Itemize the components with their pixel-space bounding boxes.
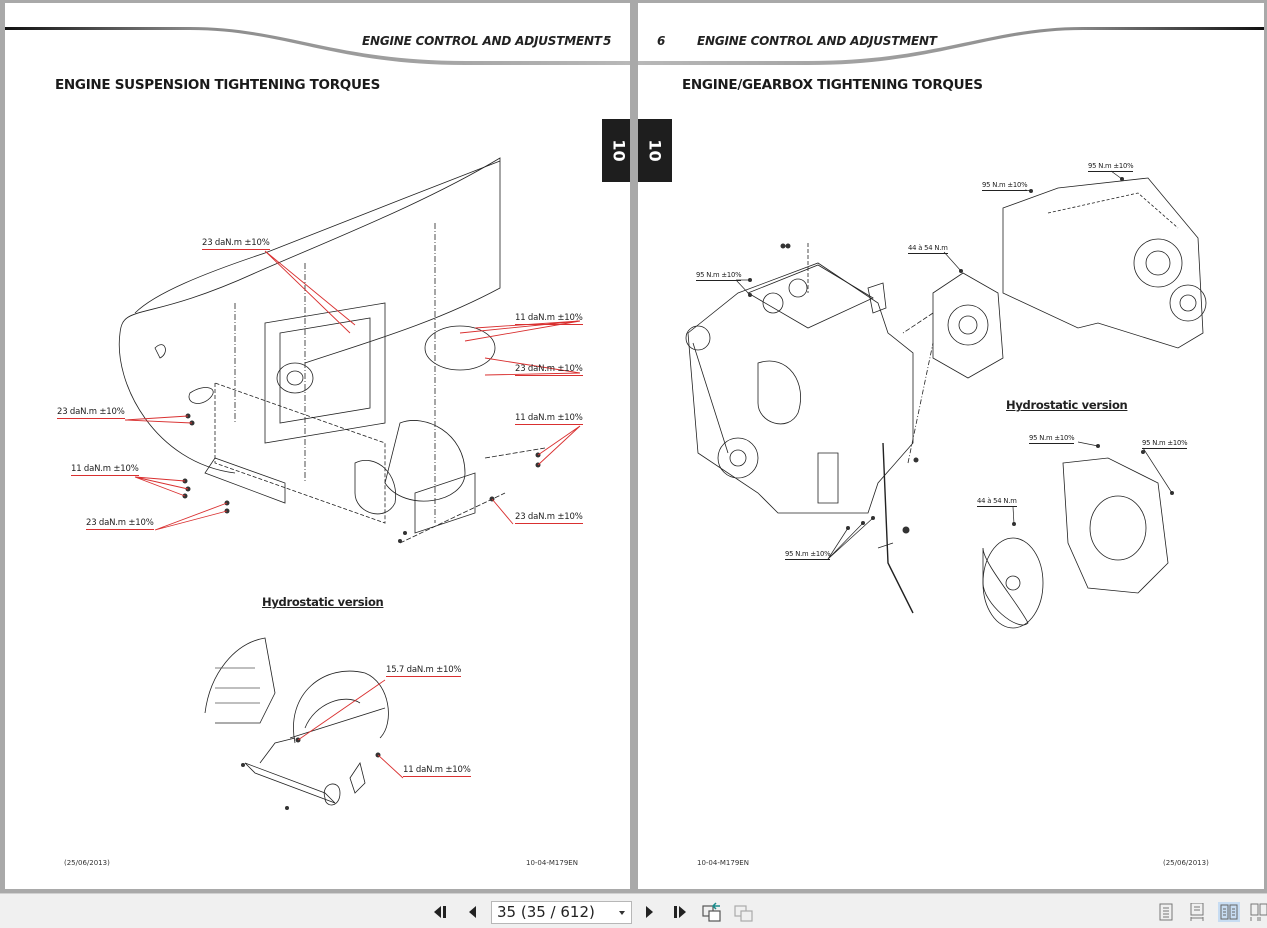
torque-callout: 23 daN.m ±10% — [57, 407, 125, 419]
torque-callout: 23 daN.m ±10% — [202, 238, 270, 250]
torque-callout: 95 N.m ±10% — [1029, 434, 1075, 444]
hydrostatic-suspension-diagram — [204, 637, 404, 810]
torque-callout: 44 à 54 N.m — [908, 244, 948, 254]
page-number: 6 — [657, 34, 666, 48]
torque-callout: 23 daN.m ±10% — [515, 512, 583, 524]
single-page-icon — [1159, 903, 1173, 921]
page-number: 5 — [603, 34, 612, 48]
subsection-title: Hydrostatic version — [262, 595, 384, 609]
continuous-view-button[interactable] — [1186, 902, 1208, 922]
continuous-facing-view-button[interactable] — [1250, 902, 1267, 922]
dropdown-caret-icon — [619, 911, 625, 915]
torque-callout: 11 daN.m ±10% — [515, 313, 583, 325]
section-tab: 10 — [638, 119, 672, 182]
previous-page-button[interactable] — [461, 900, 485, 924]
page-number-value: 35 (35 / 612) — [497, 903, 595, 921]
continuous-facing-icon — [1250, 903, 1267, 921]
torque-callout: 95 N.m ±10% — [785, 550, 831, 560]
right-page: 6 ENGINE CONTROL AND ADJUSTMENT ENGINE/G… — [638, 3, 1264, 889]
previous-view-button[interactable] — [700, 900, 724, 924]
header-swoosh — [5, 27, 630, 65]
torque-callout: 15.7 daN.m ±10% — [386, 665, 462, 677]
footer-reference: 10-04-M179EN — [526, 859, 578, 867]
section-tab: 10 — [602, 119, 630, 182]
footer-date: (25/06/2013) — [64, 859, 110, 867]
previous-page-icon — [469, 906, 476, 918]
header-swoosh — [638, 27, 1264, 65]
torque-callout: 11 daN.m ±10% — [403, 765, 471, 777]
next-page-button[interactable] — [637, 900, 661, 924]
torque-callout: 23 daN.m ±10% — [86, 518, 154, 530]
continuous-page-icon — [1190, 903, 1204, 921]
subsection-title: Hydrostatic version — [1006, 398, 1128, 412]
next-view-button[interactable] — [732, 900, 756, 924]
engine-suspension-diagram — [118, 157, 581, 544]
page-number-select[interactable]: 35 (35 / 612) — [491, 901, 632, 924]
torque-callout: 44 à 54 N.m — [977, 497, 1017, 507]
last-page-button[interactable] — [667, 900, 691, 924]
first-page-button[interactable] — [430, 900, 454, 924]
single-page-view-button[interactable] — [1155, 902, 1177, 922]
document-viewer: ENGINE CONTROL AND ADJUSTMENT 5 ENGINE S… — [5, 3, 1264, 889]
torque-callout: 95 N.m ±10% — [982, 181, 1028, 191]
torque-callout: 95 N.m ±10% — [696, 271, 742, 281]
page-title: ENGINE/GEARBOX TIGHTENING TORQUES — [682, 77, 983, 93]
torque-callout: 95 N.m ±10% — [1142, 439, 1188, 449]
next-page-icon — [646, 906, 653, 918]
page-title: ENGINE SUSPENSION TIGHTENING TORQUES — [55, 77, 380, 93]
last-page-icon — [674, 906, 686, 918]
previous-view-icon — [702, 902, 721, 922]
torque-callout: 95 N.m ±10% — [1088, 162, 1134, 172]
engine-gearbox-diagram — [685, 170, 1207, 629]
running-header: ENGINE CONTROL AND ADJUSTMENT — [362, 34, 602, 48]
torque-callout: 11 daN.m ±10% — [71, 464, 139, 476]
facing-pages-icon — [1220, 904, 1238, 920]
first-page-icon — [434, 906, 446, 918]
next-view-icon — [734, 905, 753, 922]
facing-view-button[interactable] — [1218, 902, 1240, 922]
running-header: ENGINE CONTROL AND ADJUSTMENT — [697, 34, 937, 48]
left-page: ENGINE CONTROL AND ADJUSTMENT 5 ENGINE S… — [5, 3, 630, 889]
footer-reference: 10-04-M179EN — [697, 859, 749, 867]
footer-date: (25/06/2013) — [1163, 859, 1209, 867]
torque-callout: 11 daN.m ±10% — [515, 413, 583, 425]
navigation-toolbar: 35 (35 / 612) — [0, 893, 1267, 928]
torque-callout: 23 daN.m ±10% — [515, 364, 583, 376]
